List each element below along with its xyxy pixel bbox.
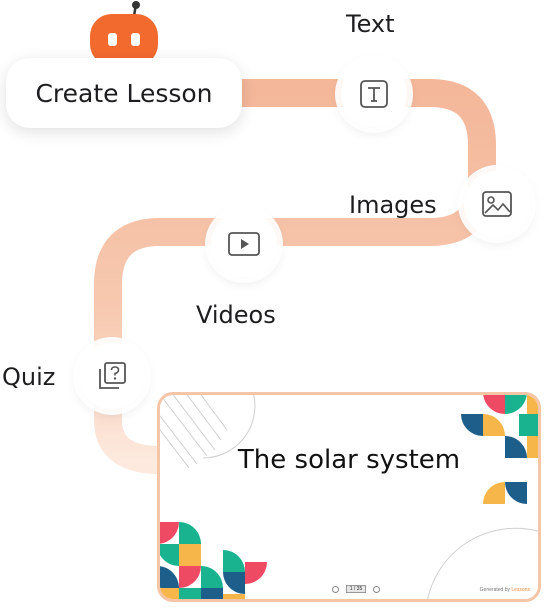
videos-step-node[interactable] <box>211 211 277 277</box>
video-play-icon <box>228 232 260 256</box>
slide-decoration <box>160 395 538 599</box>
images-step-label: Images <box>349 191 437 219</box>
next-slide-button[interactable] <box>372 585 380 593</box>
slide-page-number: 1 / 35 <box>345 585 367 593</box>
text-icon <box>360 80 388 108</box>
slide-preview[interactable]: The solar system 1 / 35 Generated by Les… <box>157 392 541 602</box>
footer-prefix: Generated by <box>479 587 510 593</box>
image-icon <box>482 191 512 217</box>
robot-mascot-icon <box>90 1 158 62</box>
create-lesson-button[interactable]: Create Lesson <box>6 58 242 128</box>
slide-footer: Generated by Lessons <box>480 587 530 593</box>
footer-brand: Lessons <box>511 587 530 593</box>
images-step-node[interactable] <box>464 171 530 237</box>
text-step-label: Text <box>346 10 395 38</box>
quiz-step-label: Quiz <box>2 363 56 391</box>
quiz-step-node[interactable] <box>79 343 145 409</box>
prev-slide-button[interactable] <box>332 585 339 593</box>
videos-step-label: Videos <box>196 301 276 329</box>
slide-pager: 1 / 35 <box>332 583 380 595</box>
quiz-icon <box>99 362 126 389</box>
text-step-node[interactable] <box>341 61 407 127</box>
create-lesson-label: Create Lesson <box>35 78 213 108</box>
slide-title: The solar system <box>237 445 461 475</box>
